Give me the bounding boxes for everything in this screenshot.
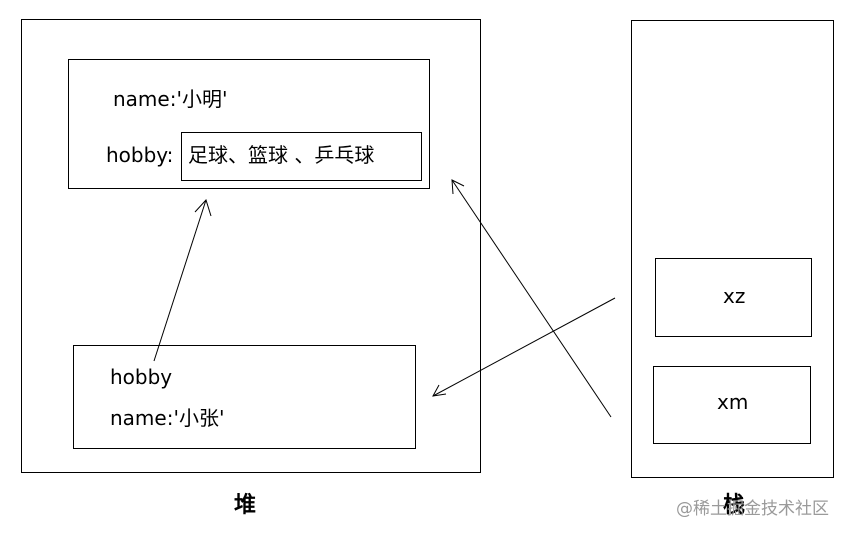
stack-var-xz-box: [655, 258, 812, 337]
watermark-text: @稀土掘金技术社区: [676, 499, 829, 519]
xiaozhang-hobby-text: hobby: [110, 365, 173, 389]
arrow-xm-to-xiaoming: [451, 179, 612, 418]
xiaoming-name-text: name:'小明': [113, 87, 228, 111]
hobby-array-box: [181, 132, 422, 181]
arrow-zhang-hobby-to-array: [153, 199, 207, 362]
arrowhead-zhang-hobby-to-array: [194, 199, 212, 217]
stack-var-xz-label: xz: [723, 284, 746, 308]
object-xiaozhang-box: [73, 345, 416, 449]
arrowhead-xz-to-xiaozhang: [432, 384, 447, 397]
arrow-xz-to-xiaozhang: [432, 297, 616, 397]
hobby-values-text: 足球、篮球 、乒乓球: [188, 143, 375, 167]
stack-label: 栈: [723, 493, 746, 518]
stack-var-xm-box: [653, 366, 811, 444]
stack-var-xm-label: xm: [717, 390, 749, 414]
heap-label: 堆: [234, 493, 257, 518]
xiaoming-hobby-key: hobby:: [106, 143, 174, 167]
arrowhead-xm-to-xiaoming: [451, 179, 465, 195]
xiaozhang-name-text: name:'小张': [110, 406, 225, 430]
